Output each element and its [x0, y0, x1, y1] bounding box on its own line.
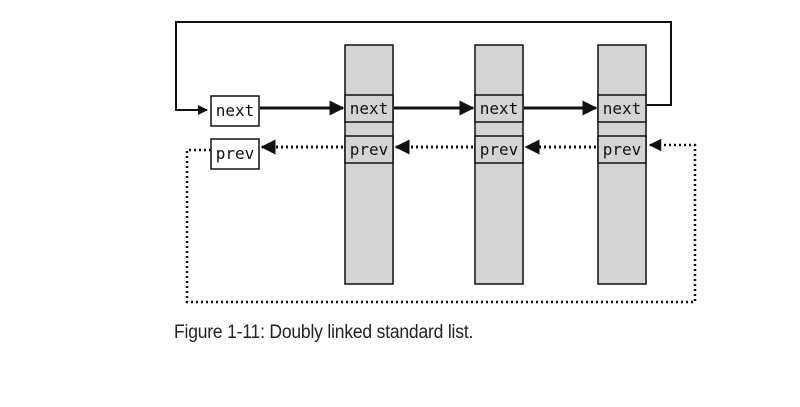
next-label: next: [603, 99, 642, 118]
head-next-label: next: [216, 101, 255, 120]
prev-field: [597, 135, 647, 164]
next-field: [597, 94, 647, 123]
prev-label: prev: [603, 140, 642, 159]
list-entry-3: next prev: [597, 44, 647, 285]
list-entry-2: next prev: [474, 44, 524, 285]
next-label: next: [350, 99, 389, 118]
list-head: next prev: [210, 95, 260, 170]
prev-label: prev: [350, 140, 389, 159]
next-field: [344, 94, 394, 123]
next-field: [474, 94, 524, 123]
prev-label: prev: [480, 140, 519, 159]
head-prev-field: [210, 138, 260, 170]
head-prev-label: prev: [216, 144, 255, 163]
head-next-field: [210, 95, 260, 127]
list-entry-body: [474, 44, 524, 285]
prev-field: [474, 135, 524, 164]
next-label: next: [480, 99, 519, 118]
list-entry-body: [344, 44, 394, 285]
figure-caption: Figure 1-11: Doubly linked standard list…: [174, 322, 474, 343]
prev-wrap-link-head-to-entry3: [185, 138, 697, 304]
list-entry-body: [597, 44, 647, 285]
list-entry-1: next prev: [344, 44, 394, 285]
prev-field: [344, 135, 394, 164]
next-wrap-link-entry3-to-head: [175, 21, 672, 115]
